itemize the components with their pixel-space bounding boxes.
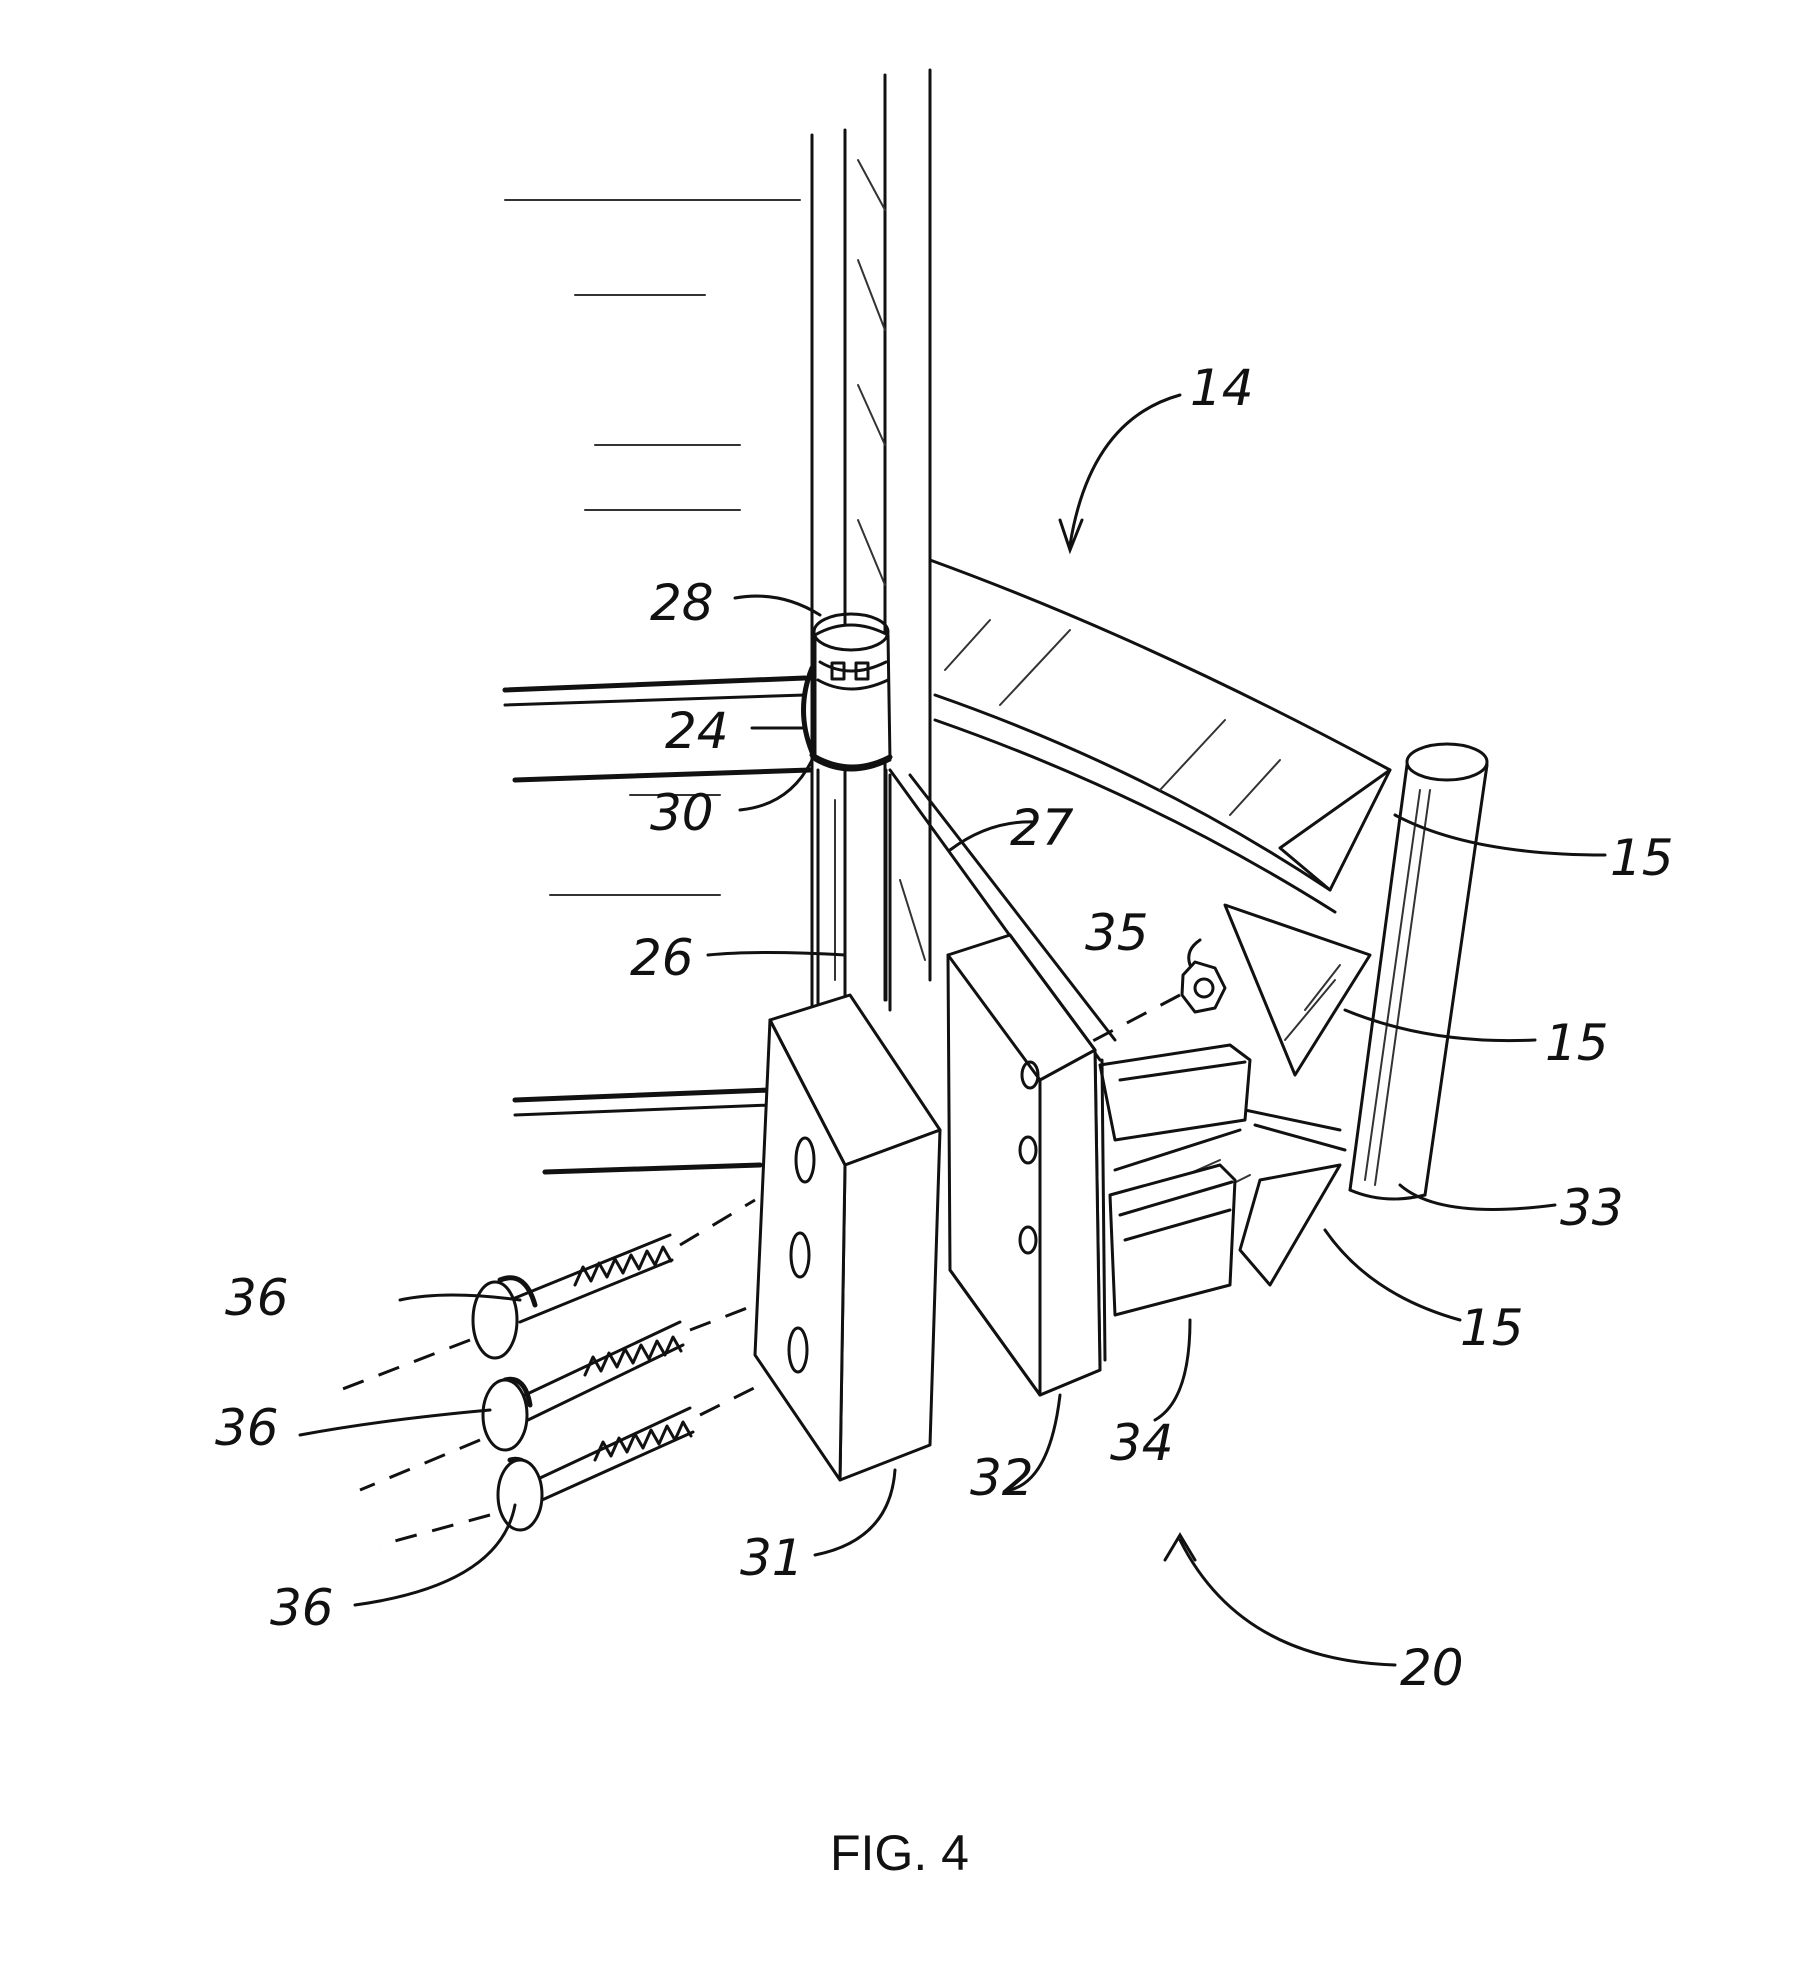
bracket-34 <box>1100 1045 1250 1315</box>
horizontal-rails <box>505 678 810 1172</box>
figure-caption: FIG. 4 <box>830 1825 969 1881</box>
clamp-assembly <box>804 614 891 770</box>
label-27: 27 <box>1010 799 1074 857</box>
label-31: 31 <box>740 1529 804 1587</box>
tube-26 <box>818 770 886 1015</box>
label-20: 20 <box>1400 1639 1464 1697</box>
label-35: 35 <box>1085 904 1149 962</box>
label-34: 34 <box>1110 1414 1174 1472</box>
label-24: 24 <box>665 702 729 760</box>
block-31 <box>755 995 940 1480</box>
screw-middle <box>360 1305 755 1490</box>
label-15-middle: 15 <box>1545 1014 1609 1072</box>
label-28: 28 <box>650 574 714 632</box>
label-14: 14 <box>1190 359 1254 417</box>
reference-numerals: 14 28 24 30 27 26 35 15 15 33 15 36 36 3… <box>215 359 1674 1697</box>
label-30: 30 <box>650 784 714 842</box>
label-33: 33 <box>1560 1179 1624 1237</box>
label-36-middle: 36 <box>215 1399 279 1457</box>
label-15-top: 15 <box>1610 829 1674 887</box>
plate-32 <box>948 935 1105 1395</box>
upper-panel <box>930 560 1390 912</box>
label-15-bottom: 15 <box>1460 1299 1524 1357</box>
label-32: 32 <box>970 1449 1034 1507</box>
label-26: 26 <box>630 929 694 987</box>
label-36-bottom: 36 <box>270 1579 334 1637</box>
screw-top <box>340 1200 755 1390</box>
label-36-top: 36 <box>225 1269 289 1327</box>
screw-bottom <box>380 1385 760 1545</box>
screws-36 <box>340 1200 760 1545</box>
vertical-post <box>812 70 930 1015</box>
